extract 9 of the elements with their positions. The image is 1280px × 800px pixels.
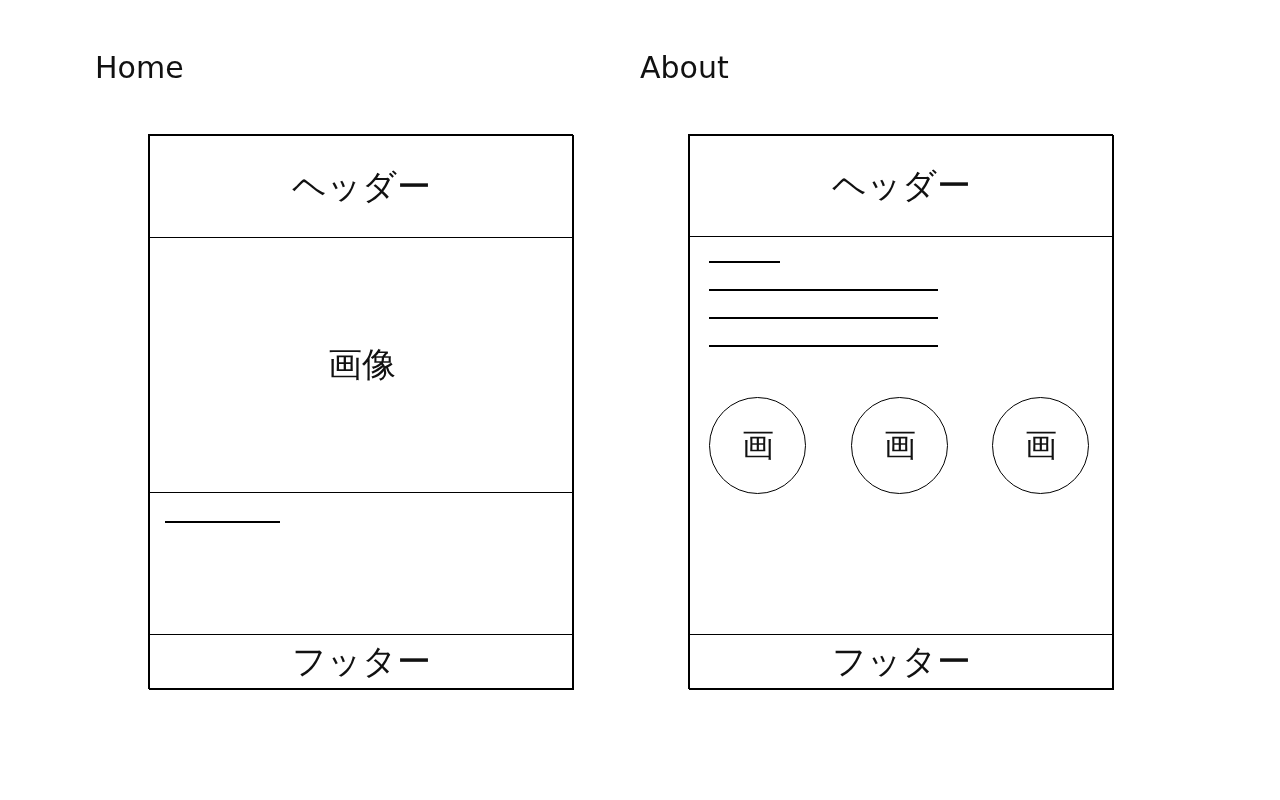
footer-section: フッター: [689, 634, 1114, 690]
image-area: 画像: [149, 237, 574, 493]
page-title: About: [640, 50, 729, 85]
page-title: Home: [95, 50, 184, 85]
footer-section: フッター: [149, 634, 574, 690]
content-section: [689, 236, 1114, 635]
header-section: ヘッダー: [149, 135, 574, 238]
header-section: ヘッダー: [689, 135, 1114, 237]
content-section: [149, 492, 574, 635]
